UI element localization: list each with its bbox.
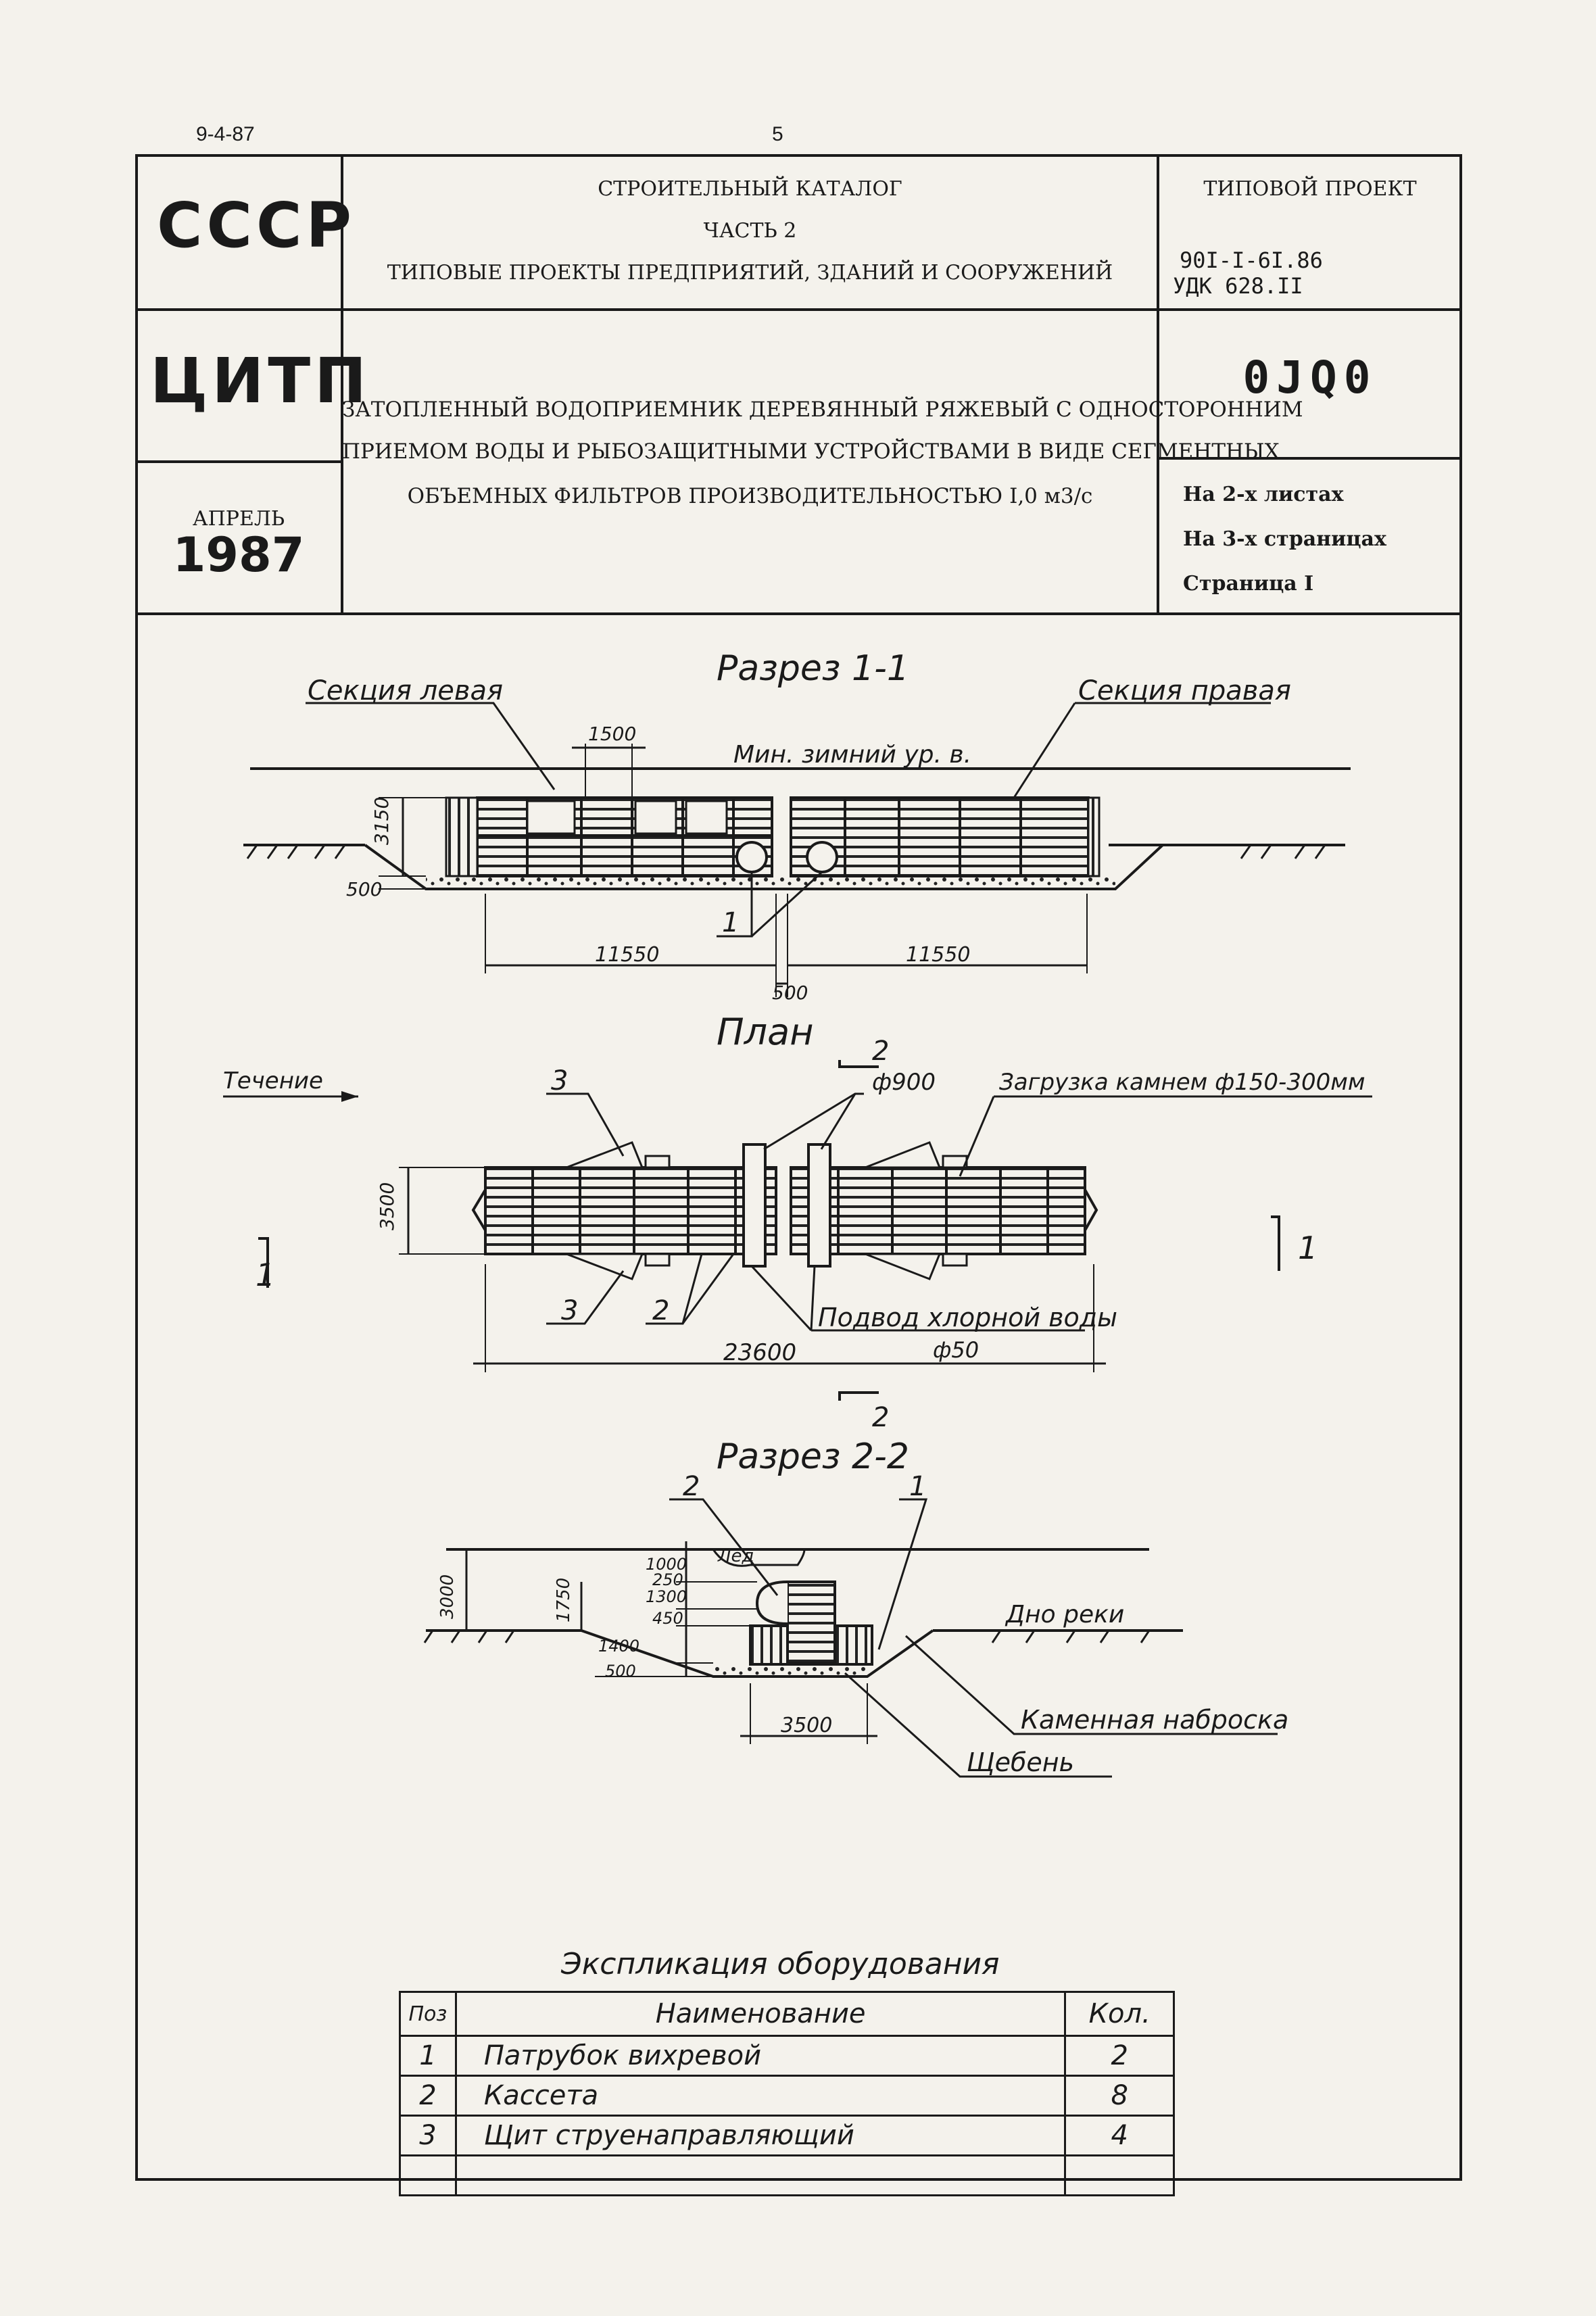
section1-title: Разрез 1-1: [717, 648, 909, 689]
dim-1000: 1000: [646, 1555, 687, 1574]
page-number: 5: [772, 123, 783, 145]
ice-label: Лед: [717, 1546, 754, 1566]
dim-1750: 1750: [554, 1578, 574, 1622]
dim-450: 450: [652, 1609, 683, 1628]
plan-section-mark-right: 1: [1298, 1230, 1317, 1266]
stone-load-label: Загрузка камнем ф150-300мм: [999, 1069, 1365, 1096]
plan-callout-3-bottom: 3: [561, 1295, 578, 1326]
date-year: 1987: [172, 527, 305, 583]
plan-title: План: [717, 1011, 814, 1053]
plan-view: [223, 1060, 1372, 1401]
riprap-label: Каменная наброска: [1021, 1705, 1288, 1735]
dim-500-gap: 500: [772, 982, 808, 1004]
udk-code: УДК 628.II: [1173, 273, 1303, 299]
catalog-line-3: ТИПОВЫЕ ПРОЕКТЫ ПРЕДПРИЯТИЙ, ЗДАНИЙ И СО…: [387, 261, 1113, 285]
org-citp: ЦИТП: [150, 345, 371, 417]
header-name: Наименование: [454, 1991, 1067, 2037]
doc-code: 9-4-87: [196, 123, 255, 145]
plan-section-mark-left: 1: [256, 1257, 275, 1293]
catalog-line-1: СТРОИТЕЛЬНЫЙ КАТАЛОГ: [598, 177, 902, 201]
plan-dim-3500: 3500: [376, 1182, 398, 1230]
catalog-line-2: ЧАСТЬ 2: [703, 219, 797, 243]
section2-callout-2: 2: [683, 1471, 700, 1502]
title-line-2: ПРИЕМОМ ВОДЫ И РЫБОЗАЩИТНЫМИ УСТРОЙСТВАМ…: [342, 439, 1280, 464]
dim-3500: 3500: [781, 1714, 832, 1737]
dim-3150: 3150: [370, 797, 393, 845]
dim-1300: 1300: [646, 1587, 687, 1606]
chlorine-supply-label: Подвод хлорной воды: [818, 1303, 1117, 1332]
section1-right-label: Секция правая: [1078, 675, 1291, 706]
section2-title: Разрез 2-2: [717, 1437, 909, 1477]
table-row: 3 Щит струенаправляющий 4: [399, 2115, 1175, 2156]
dim-11550-left: 11550: [595, 943, 659, 967]
header-qty: Кол.: [1064, 1991, 1175, 2037]
dim-11550-right: 11550: [906, 943, 970, 967]
row-name: Щит струенаправляющий: [454, 2115, 1067, 2156]
dim-1500: 1500: [588, 723, 636, 745]
section-2-2: [423, 1498, 1278, 1778]
page-index: Страница I: [1183, 572, 1314, 596]
section-1-1: [243, 702, 1351, 997]
gravel-label: Щебень: [967, 1747, 1074, 1777]
spec-table-header: Поз Наименование Кол.: [399, 1991, 1175, 2037]
date-month: АПРЕЛЬ: [192, 507, 285, 531]
row-pos: [399, 2154, 457, 2196]
plan-callout-3-top: 3: [551, 1065, 568, 1096]
title-line-3: ОБЪЕМНЫХ ФИЛЬТРОВ ПРОИЗВОДИТЕЛЬНОСТЬЮ I,…: [407, 484, 1093, 508]
row-pos: 2: [399, 2075, 457, 2117]
table-row: 2 Кассета 8: [399, 2075, 1175, 2117]
row-pos: 1: [399, 2035, 457, 2077]
plan-cut-label-top: 2: [872, 1036, 889, 1067]
flow-label: Течение: [223, 1067, 323, 1094]
row-qty: 2: [1064, 2035, 1175, 2077]
dim-1400: 1400: [598, 1637, 639, 1656]
chlorine-diameter: ф50: [933, 1337, 979, 1363]
row-pos: 3: [399, 2115, 457, 2156]
section2-callout-1: 1: [909, 1471, 926, 1502]
section1-left-label: Секция левая: [308, 675, 503, 706]
project-label: ТИПОВОЙ ПРОЕКТ: [1203, 177, 1417, 201]
header-pos: Поз: [399, 1991, 457, 2037]
dim-500-left: 500: [346, 878, 382, 900]
spec-table-title: Экспликация оборудования: [560, 1947, 1000, 1981]
row-name: Патрубок вихревой: [454, 2035, 1067, 2077]
org-ussr: СССР: [157, 189, 356, 262]
row-qty: 4: [1064, 2115, 1175, 2156]
pipe-diameter: ф900: [872, 1069, 936, 1096]
plan-dim-23600: 23600: [723, 1339, 796, 1366]
spec-table: Поз Наименование Кол. 1 Патрубок вихрево…: [399, 1991, 1175, 2196]
dim-250: 250: [652, 1570, 683, 1589]
project-number: 90I-I-6I.86: [1180, 247, 1323, 273]
plan-cut-label-bottom: 2: [872, 1402, 889, 1433]
dim-500: 500: [605, 1662, 636, 1681]
riverbed-label: Дно реки: [1005, 1601, 1124, 1629]
row-name: Кассета: [454, 2075, 1067, 2117]
title-line-1: ЗАТОПЛЕННЫЙ ВОДОПРИЕМНИК ДЕРЕВЯННЫЙ РЯЖЕ…: [342, 397, 1303, 422]
plan-callout-2: 2: [652, 1295, 669, 1326]
water-level-label: Мин. зимний ур. в.: [733, 741, 971, 769]
sheets-count: На 2-х листах: [1183, 483, 1344, 506]
dim-3000: 3000: [437, 1574, 458, 1619]
catalog-code: 0JQ0: [1242, 352, 1378, 404]
row-qty: [1064, 2154, 1175, 2196]
table-row: [399, 2154, 1175, 2196]
row-qty: 8: [1064, 2075, 1175, 2117]
row-name: [454, 2154, 1067, 2196]
table-row: 1 Патрубок вихревой 2: [399, 2035, 1175, 2077]
pages-count: На 3-х страницах: [1183, 527, 1386, 551]
section1-callout-1: 1: [722, 907, 739, 938]
